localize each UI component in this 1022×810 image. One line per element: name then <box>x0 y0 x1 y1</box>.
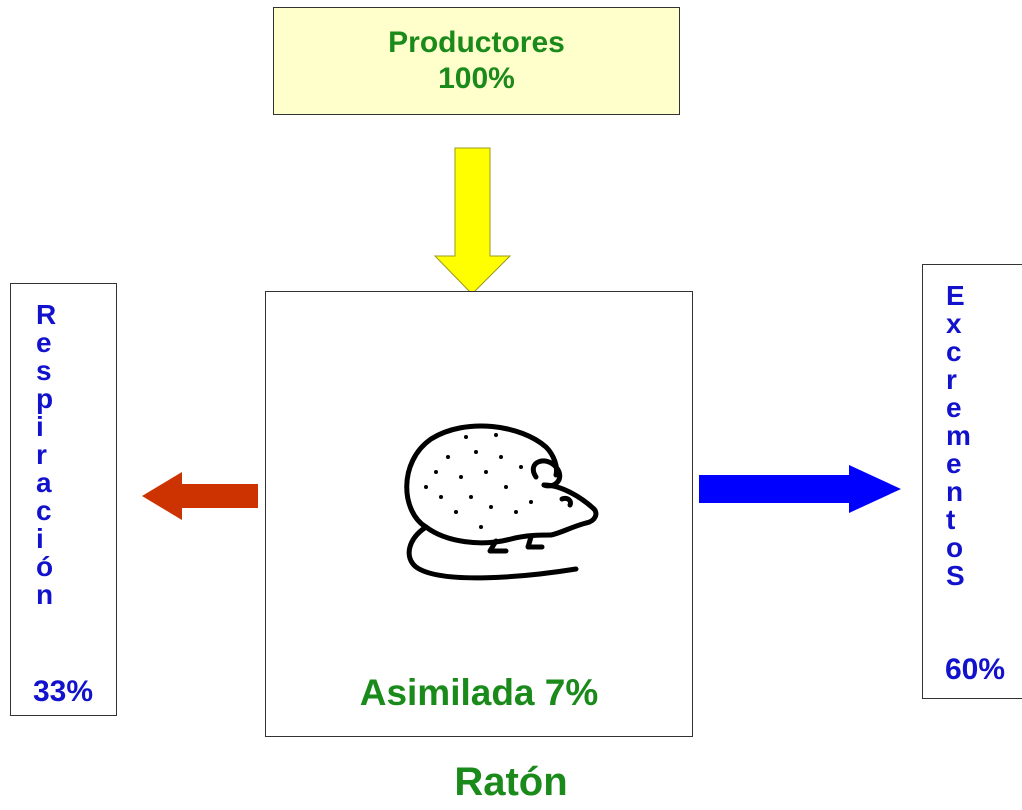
respiration-vertical-label: R e s p i r a c i ó n <box>36 301 56 609</box>
respiration-box: R e s p i r a c i ó n 33% <box>10 283 117 716</box>
respiration-letter: ó <box>36 551 54 582</box>
respiration-letter: n <box>36 579 54 610</box>
respiration-percent: 33% <box>33 675 94 708</box>
respiration-letter: R <box>36 299 57 330</box>
producers-box: Productores 100% <box>273 7 680 115</box>
main-box: Asimilada 7% <box>265 291 693 737</box>
species-label: Ratón <box>454 760 568 804</box>
respiration-letter: c <box>36 495 52 526</box>
excrement-vertical-label: E x c r e m e n t o S <box>946 282 971 590</box>
left-arrow-icon <box>142 472 258 520</box>
respiration-letter: s <box>36 355 52 386</box>
excrement-letter: o <box>946 532 964 563</box>
excrement-letter: t <box>946 504 956 535</box>
producers-percent: 100% <box>438 62 515 95</box>
excrement-percent: 60% <box>945 653 1006 686</box>
excrement-letter: e <box>946 392 962 423</box>
excrement-letter: e <box>946 448 962 479</box>
respiration-letter: e <box>36 327 52 358</box>
excrement-letter: n <box>946 476 964 507</box>
down-arrow-icon <box>433 147 512 295</box>
mouse-icon <box>404 423 599 581</box>
respiration-letter: r <box>36 439 47 470</box>
excrement-letter: r <box>946 364 957 395</box>
respiration-letter: a <box>36 467 52 498</box>
excrement-letter: E <box>946 280 965 311</box>
respiration-letter: p <box>36 383 54 414</box>
assimilated-label: Asimilada 7% <box>359 672 599 713</box>
excrement-letter: c <box>946 336 962 367</box>
producers-label: Productores <box>388 26 565 59</box>
excrement-letter: m <box>946 420 971 451</box>
respiration-letter: i <box>36 411 44 442</box>
excrement-letter: x <box>946 308 962 339</box>
respiration-letter: i <box>36 523 44 554</box>
right-arrow-icon <box>699 465 901 513</box>
excrement-letter: S <box>946 560 965 591</box>
excrement-box: E x c r e m e n t o S 60% <box>922 264 1022 699</box>
